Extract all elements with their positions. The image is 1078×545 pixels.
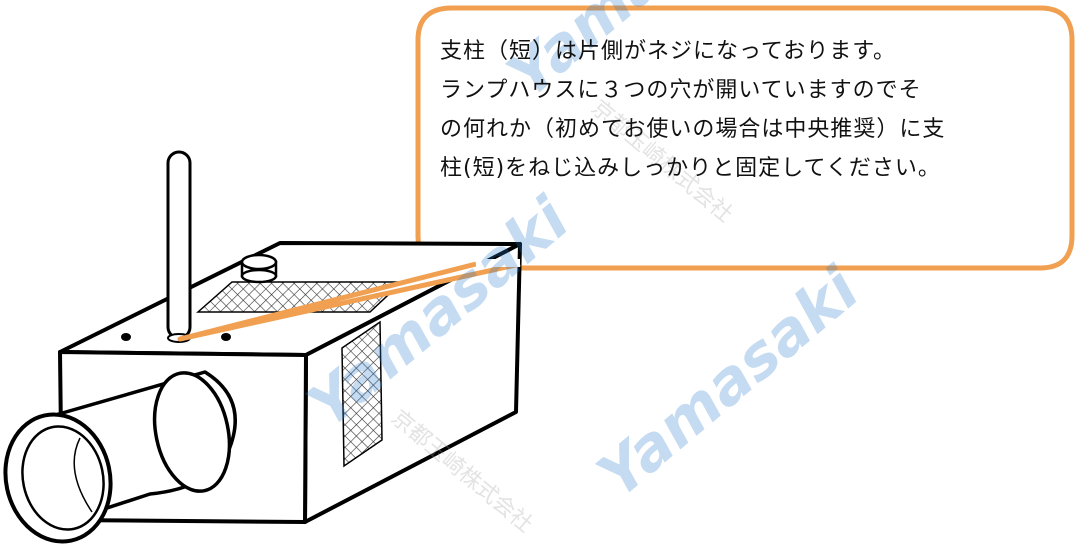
watermark-brand-3: Yamasaki [585,254,874,512]
callout-line-4: 柱(短)をねじ込みしっかりと固定してください。 [440,156,941,181]
callout-line-3: の何れか（初めてお使いの場合は中央推奨）に支 [440,117,946,142]
support-post [166,150,192,343]
callout-pointer [177,259,521,342]
knob-icon [240,253,278,284]
callout-text: 支柱（短）は片側がネジになっております。 ランプハウスに３つの穴が開いていますの… [440,32,1070,188]
callout-line-2: ランプハウスに３つの穴が開いていますのでそ [440,78,922,103]
mounting-hole-right [221,333,231,341]
lens-barrel [3,370,237,544]
callout-line-1: 支柱（短）は片側がネジになっております。 [440,39,897,64]
mounting-hole-left [121,333,131,341]
side-mesh-vent [341,320,383,468]
